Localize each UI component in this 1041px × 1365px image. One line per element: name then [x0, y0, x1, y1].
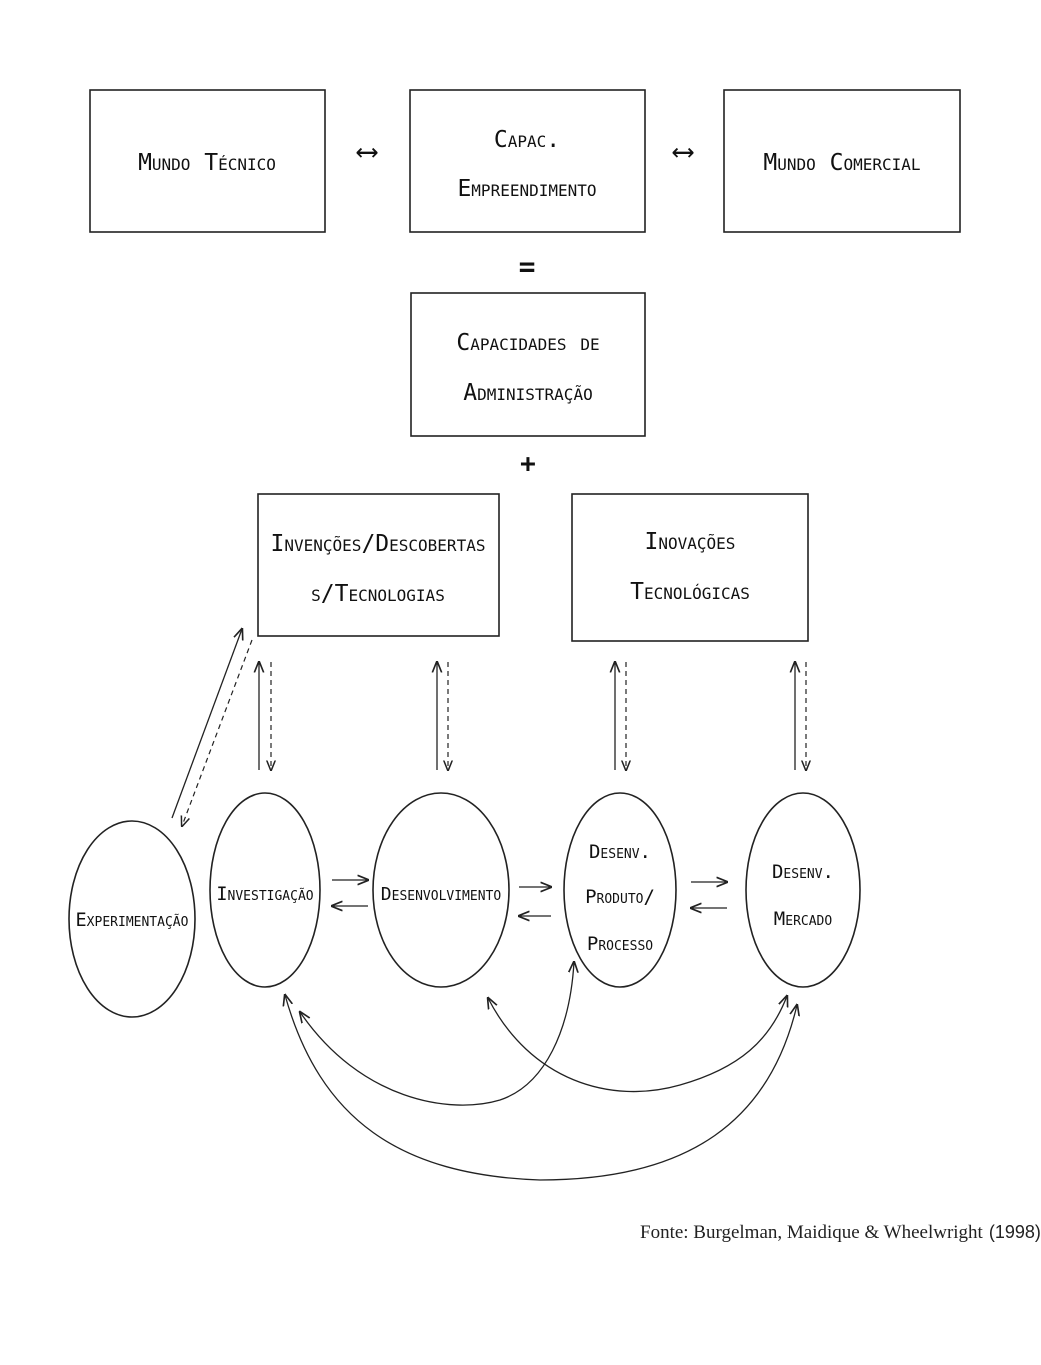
box-mundo-tecnico: Mundo Técnico	[89, 89, 326, 233]
plus-sign: +	[520, 449, 536, 479]
desenv-produto-line1: Desenv.	[589, 841, 651, 863]
arrow-diagonal-down	[182, 639, 253, 826]
experimentacao-label: Experimentação	[76, 910, 189, 931]
curve-investigacao-mercado	[285, 995, 797, 1181]
box-invencoes: Invenções/Descobertas s/Tecnologias	[257, 493, 500, 637]
stage-desenv-produto: Desenv. Produto/ Processo	[563, 792, 677, 988]
inovacoes-label-line1: Inovações	[645, 529, 736, 555]
stage-desenvolvimento: Desenvolvimento	[372, 792, 510, 988]
desenv-produto-line2: Produto/	[585, 886, 655, 908]
desenv-mercado-line1: Desenv.	[772, 861, 834, 883]
desenvolvimento-label: Desenvolvimento	[381, 884, 502, 905]
source-caption: Fonte: Burgelman, Maidique & Wheelwright…	[640, 1222, 1041, 1244]
stage-experimentacao: Experimentação	[68, 820, 196, 1018]
investigacao-label: Investigação	[216, 884, 313, 905]
double-arrow-right: ⟷	[672, 134, 694, 169]
capacidades-label-line1: Capacidades de	[456, 330, 599, 356]
mundo-comercial-label: Mundo Comercial	[763, 150, 920, 176]
box-mundo-comercial: Mundo Comercial	[723, 89, 961, 233]
capac-label-line1: Capac.	[494, 127, 560, 153]
stage-investigacao: Investigação	[209, 792, 321, 988]
inovacoes-label-line2: Tecnológicas	[630, 579, 750, 605]
arrow-diagonal-up	[171, 629, 242, 819]
curve-desenvolvimento-mercado	[488, 996, 787, 1093]
desenv-mercado-line2: Mercado	[774, 908, 833, 930]
curve-investigacao-produto	[300, 962, 574, 1106]
source-text: Fonte: Burgelman, Maidique & Wheelwright	[640, 1222, 983, 1243]
source-year: (1998)	[988, 1222, 1041, 1242]
capacidades-label-line2: Administração	[463, 380, 592, 406]
stage-desenv-mercado: Desenv. Mercado	[745, 792, 861, 988]
invencoes-label-line2: s/Tecnologias	[311, 581, 445, 607]
box-capacidades-administracao: Capacidades de Administração	[410, 292, 646, 437]
capac-label-line2: Empreendimento	[457, 176, 596, 202]
horizontal-arrows	[332, 880, 727, 916]
desenv-produto-line3: Processo	[587, 933, 653, 955]
double-arrow-left: ⟷	[356, 134, 378, 169]
box-capac-empreendimento: Capac. Empreendimento	[409, 89, 646, 233]
box-inovacoes: Inovações Tecnológicas	[571, 493, 809, 642]
curved-arrows	[285, 962, 797, 1181]
equals-sign: =	[519, 250, 536, 283]
vertical-arrows	[171, 629, 806, 826]
mundo-tecnico-label: Mundo Técnico	[138, 150, 276, 176]
invencoes-label-line1: Invenções/Descobertas	[271, 531, 486, 557]
